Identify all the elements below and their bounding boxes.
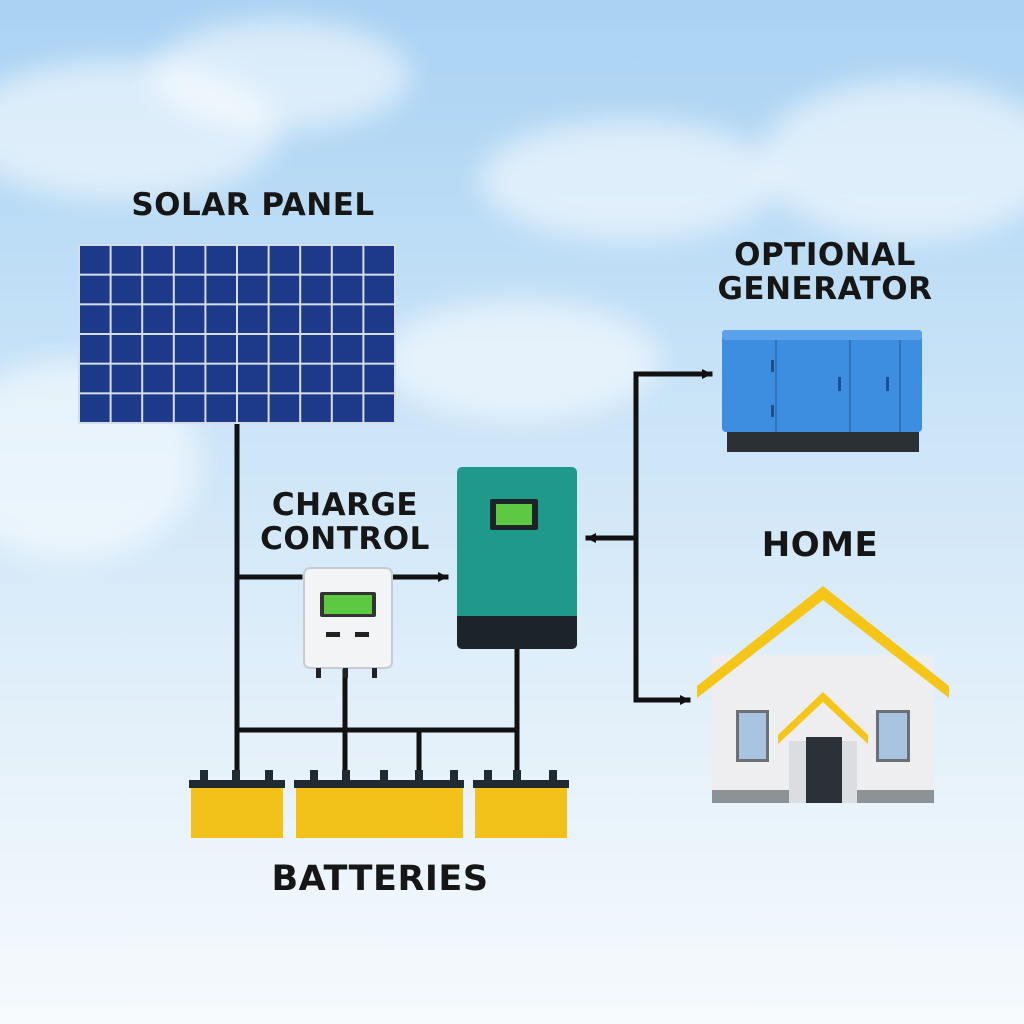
solar-panel-icon (78, 244, 396, 424)
solar-cell (301, 394, 331, 422)
solar-cell (143, 394, 173, 422)
solar-cell (143, 275, 173, 304)
generator-label-line2: GENERATOR (717, 271, 933, 308)
solar-cell (143, 246, 173, 274)
solar-cell (332, 364, 363, 393)
charge-control-label-line1: CHARGE (271, 487, 419, 523)
cloud (480, 120, 780, 240)
solar-cell (364, 335, 394, 363)
solar-cell (332, 275, 363, 304)
solar-cell (269, 394, 300, 422)
solar-cell (238, 305, 268, 333)
solar-cell (238, 364, 268, 393)
solar-cell (111, 394, 142, 422)
solar-cell (206, 275, 236, 304)
generator-icon (722, 330, 922, 452)
solar-cell (332, 335, 363, 363)
solar-cell (143, 364, 173, 393)
solar-cell (174, 364, 205, 393)
solar-cell (269, 335, 300, 363)
charge-control-label: CHARGE CONTROL (240, 488, 450, 556)
solar-cell (206, 394, 236, 422)
solar-cell (206, 305, 236, 333)
solar-cell (364, 305, 394, 333)
solar-cell (174, 305, 205, 333)
solar-cell (332, 305, 363, 333)
inverter-icon (457, 467, 577, 649)
solar-cell (332, 394, 363, 422)
house-icon (697, 586, 949, 803)
solar-cell (301, 275, 331, 304)
solar-cell (364, 394, 394, 422)
charge-control-label-line2: CONTROL (260, 521, 430, 558)
solar-cell (111, 305, 142, 333)
wiring (234, 369, 713, 778)
solar-cell (111, 275, 142, 304)
solar-panel-label: SOLAR PANEL (131, 187, 375, 223)
generator-label-line1: OPTIONAL (734, 237, 916, 273)
solar-cell (364, 364, 394, 393)
batteries-label: BATTERIES (271, 859, 489, 899)
solar-cell (269, 305, 300, 333)
home-label: HOME (761, 525, 879, 565)
solar-cell (301, 335, 331, 363)
solar-cell (364, 246, 394, 274)
charge-controller-icon (303, 567, 393, 678)
solar-cell (206, 335, 236, 363)
solar-cell (269, 246, 300, 274)
solar-cell (238, 275, 268, 304)
solar-cell (143, 305, 173, 333)
solar-cell (238, 394, 268, 422)
solar-cell (80, 335, 110, 363)
solar-cell (301, 305, 331, 333)
solar-cell (206, 364, 236, 393)
solar-cell (174, 335, 205, 363)
solar-cell (80, 364, 110, 393)
cloud (760, 80, 1024, 240)
cloud (150, 20, 410, 130)
solar-cell (364, 275, 394, 304)
solar-cell (80, 275, 110, 304)
cloud (380, 300, 660, 420)
solar-cell (111, 364, 142, 393)
solar-cell (174, 246, 205, 274)
solar-cell (238, 335, 268, 363)
solar-cell (332, 246, 363, 274)
solar-cell (269, 364, 300, 393)
solar-cell (174, 275, 205, 304)
solar-cell (301, 364, 331, 393)
solar-cell (143, 335, 173, 363)
solar-cell (80, 305, 110, 333)
solar-cell (174, 394, 205, 422)
solar-cell (111, 246, 142, 274)
solar-cell (269, 275, 300, 304)
solar-cell (238, 246, 268, 274)
solar-cell (301, 246, 331, 274)
solar-cell (111, 335, 142, 363)
optional-generator-label: OPTIONAL GENERATOR (700, 238, 950, 306)
solar-cell (80, 246, 110, 274)
solar-cell (80, 394, 110, 422)
solar-cell (206, 246, 236, 274)
battery-icon (189, 770, 569, 838)
